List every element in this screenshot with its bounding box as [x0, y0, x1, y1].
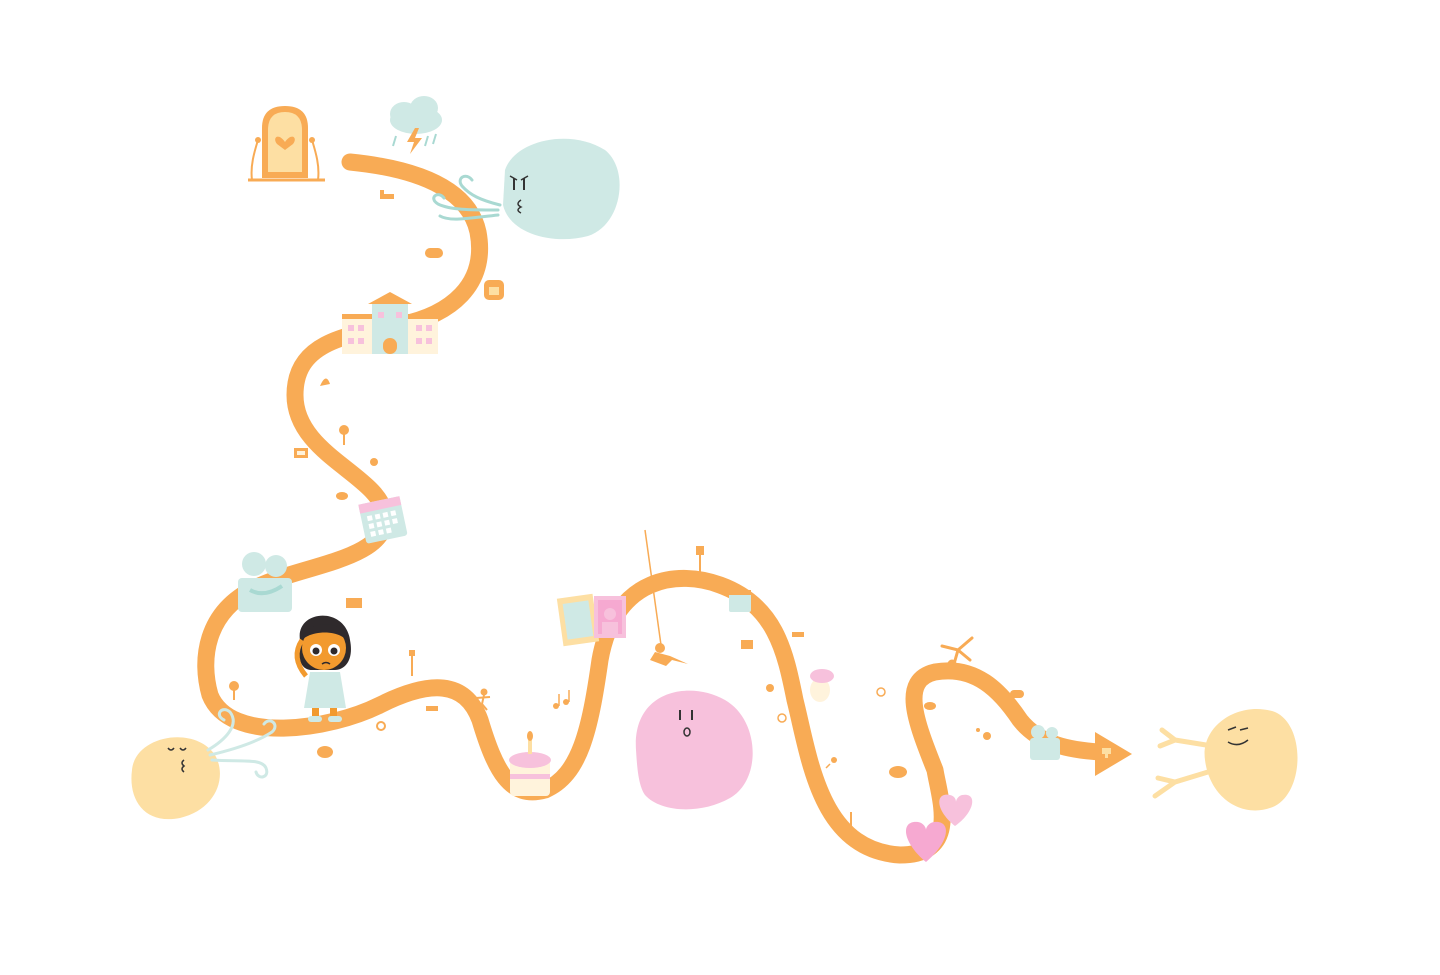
sheep-icon: [317, 746, 333, 758]
stop-sign-icon: [339, 425, 349, 445]
sheep-icon: [336, 492, 348, 500]
bunny-icon: [810, 669, 834, 702]
hugging-people-icon: [1030, 725, 1060, 760]
sun-icon: [376, 721, 386, 731]
ball-icon: [766, 684, 774, 692]
blowing-blob: [131, 737, 220, 820]
tv-icon: [294, 448, 308, 458]
tv-icon: [741, 640, 753, 649]
lamp-post-icon: [696, 546, 704, 575]
hugging-people-icon: [238, 552, 292, 612]
hearts-icon: [906, 794, 973, 862]
book-icon: [346, 598, 362, 608]
winding-path: [197, 153, 1109, 864]
wind-gust-icon: [206, 708, 277, 779]
bed-icon: [380, 190, 394, 199]
calendar-icon: [729, 590, 751, 612]
gamepad-icon: [1010, 690, 1024, 698]
wind-gust-icon: [432, 174, 502, 221]
calendar-icon: [358, 496, 408, 544]
path-end-arrow-icon: [1095, 732, 1132, 776]
gamepad-icon: [425, 248, 443, 258]
music-notes-icon: [553, 690, 570, 709]
running-figure-icon: [475, 688, 491, 711]
surprised-blob: [635, 690, 753, 810]
croissant-icon: [320, 378, 330, 386]
trophy-icon: [1102, 748, 1111, 758]
arched-door-heart-icon: [248, 106, 325, 182]
ball-icon: [777, 713, 787, 723]
bed-icon: [792, 632, 804, 637]
piggy-bank-icon: [889, 766, 907, 778]
school-building-icon: [342, 292, 438, 354]
ball-icon: [876, 687, 886, 697]
ball-icon: [370, 458, 378, 466]
stop-sign-icon: [229, 681, 239, 700]
storm-cloud-icon: [390, 96, 442, 154]
birthday-cake-icon: [509, 731, 551, 796]
worried-girl-character: [294, 615, 351, 722]
happy-blob-with-arms: [1152, 708, 1298, 811]
cartwheel-figure-icon: [940, 636, 974, 669]
angry-blowing-blob: [503, 138, 620, 240]
lamp-post-icon: [409, 650, 415, 676]
photo-frames-icon: [556, 593, 626, 647]
backpack-icon: [484, 280, 504, 300]
cookie-icon: [332, 554, 340, 562]
bed-icon: [426, 706, 438, 711]
sheep-icon: [924, 702, 936, 710]
flower-icon: [976, 728, 991, 740]
girl-on-rope-swing-icon: [644, 529, 688, 666]
lollipop-icon: [825, 757, 837, 769]
